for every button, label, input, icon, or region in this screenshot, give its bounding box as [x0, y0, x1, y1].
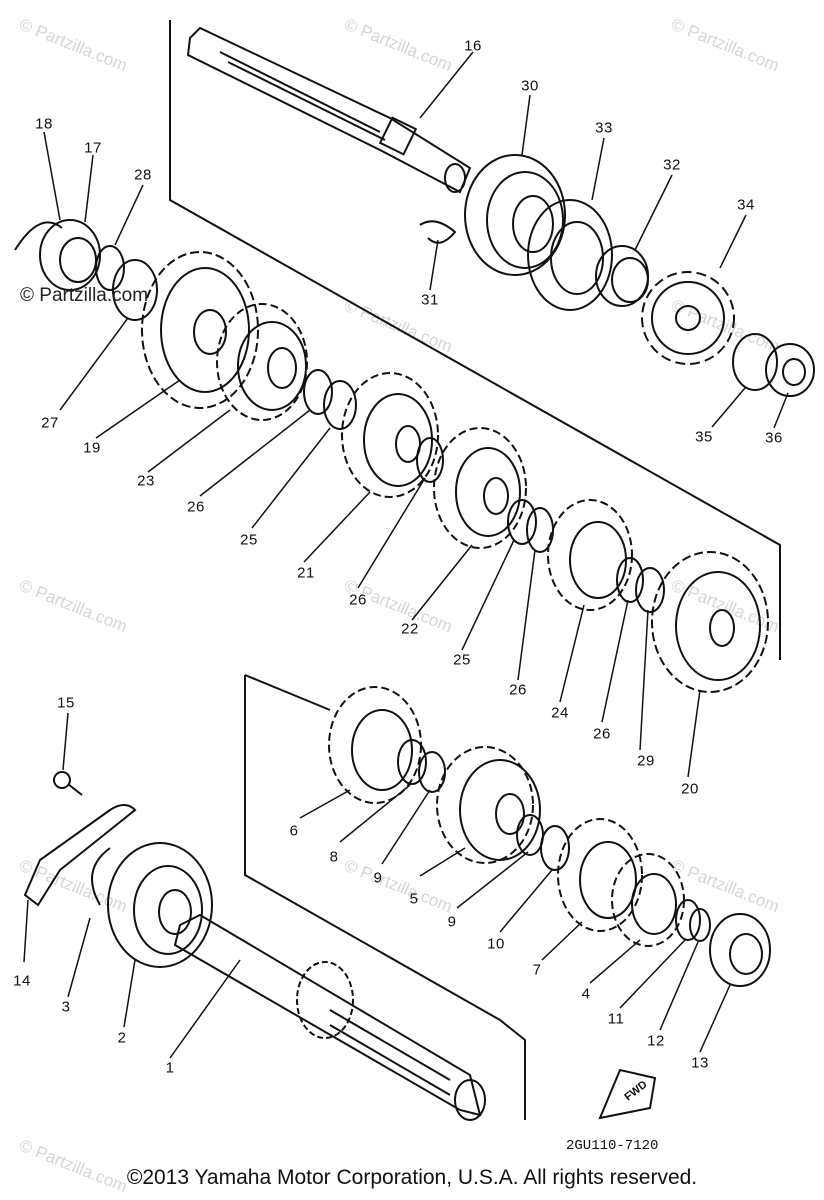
lower-frame: [244, 675, 526, 1120]
callout-10: 10: [487, 935, 505, 953]
circlip-25-b: [507, 499, 537, 545]
oil-seal-33: [527, 199, 613, 311]
callout-30: 30: [521, 77, 539, 95]
circlip-3: [91, 847, 111, 906]
callout-19: 19: [83, 439, 101, 457]
callout-15: 15: [57, 694, 75, 712]
callout-5: 5: [409, 890, 419, 908]
copyright-notice: ©2013 Yamaha Motor Corporation, U.S.A. A…: [126, 1166, 698, 1189]
circlip-10: [540, 825, 570, 871]
callout-3: 3: [61, 998, 71, 1016]
gear-7: [557, 818, 643, 932]
circlip-12: [689, 908, 711, 942]
drawing-code: 2GU110-7120: [566, 1138, 659, 1154]
drive-axle-shaft: [186, 26, 472, 194]
washer-26-b: [416, 437, 444, 483]
callout-36: 36: [765, 429, 783, 447]
callout-27: 27: [41, 414, 59, 432]
washer-9-b: [516, 814, 544, 856]
bearing-17: [39, 219, 101, 291]
circlip-29: [635, 567, 665, 613]
washer-26-a: [303, 369, 333, 415]
callout-20: 20: [681, 780, 699, 798]
sprocket-34: [641, 271, 735, 365]
washer-26-d: [616, 557, 644, 603]
callout-33: 33: [595, 119, 613, 137]
bearing-2: [107, 842, 213, 968]
callout-24: 24: [551, 704, 569, 722]
callout-21: 21: [297, 564, 315, 582]
callout-32: 32: [663, 156, 681, 174]
callout-1: 1: [165, 1059, 175, 1077]
gear-23: [216, 303, 308, 421]
callout-13: 13: [691, 1054, 709, 1072]
washer-11: [675, 899, 701, 941]
callout-7: 7: [532, 961, 542, 979]
callout-26: 26: [509, 681, 527, 699]
fwd-arrow: [598, 1068, 657, 1120]
callout-6: 6: [289, 822, 299, 840]
collar-32: [595, 245, 649, 307]
callout-17: 17: [84, 139, 102, 157]
callout-25: 25: [240, 531, 258, 549]
circlip-8: [397, 739, 427, 785]
callout-28: 28: [134, 166, 152, 184]
callout-8: 8: [329, 848, 339, 866]
main-axle-shaft: [173, 913, 486, 1121]
overlay-watermark: © Partzilla.com: [20, 285, 149, 306]
callout-26: 26: [187, 498, 205, 516]
gear-5: [436, 746, 541, 864]
callout-9: 9: [373, 869, 383, 887]
bearing-13: [709, 913, 771, 987]
nut-36: [765, 343, 815, 397]
gear-6: [328, 686, 422, 804]
callout-16: 16: [464, 37, 482, 55]
circlip-28: [95, 245, 125, 291]
upper-frame: [169, 20, 781, 660]
washer-9-a: [418, 751, 446, 793]
bearing-30: [464, 154, 566, 276]
gear-22: [433, 427, 527, 549]
callout-18: 18: [35, 115, 53, 133]
callout-31: 31: [421, 291, 439, 309]
bearing-stopper-14: [23, 804, 137, 907]
callout-14: 14: [13, 972, 31, 990]
circlip-31: [419, 220, 457, 244]
gear-4: [611, 853, 685, 947]
callout-26: 26: [349, 591, 367, 609]
callout-25: 25: [453, 651, 471, 669]
circlip-18: [14, 221, 63, 251]
callout-34: 34: [737, 196, 755, 214]
washer-27: [112, 259, 158, 321]
washer-26-c: [526, 507, 554, 553]
callout-23: 23: [137, 472, 155, 490]
screw-15: [53, 771, 83, 796]
callout-9: 9: [447, 913, 457, 931]
callout-4: 4: [581, 985, 591, 1003]
callout-2: 2: [117, 1029, 127, 1047]
callout-12: 12: [647, 1032, 665, 1050]
lock-washer-35: [732, 333, 778, 391]
gear-20: [651, 551, 769, 693]
circlip-25-a: [323, 380, 357, 430]
callout-35: 35: [695, 428, 713, 446]
callout-29: 29: [637, 752, 655, 770]
callout-22: 22: [401, 620, 419, 638]
callout-11: 11: [607, 1010, 625, 1028]
callout-26: 26: [593, 725, 611, 743]
gear-19: [141, 251, 259, 409]
